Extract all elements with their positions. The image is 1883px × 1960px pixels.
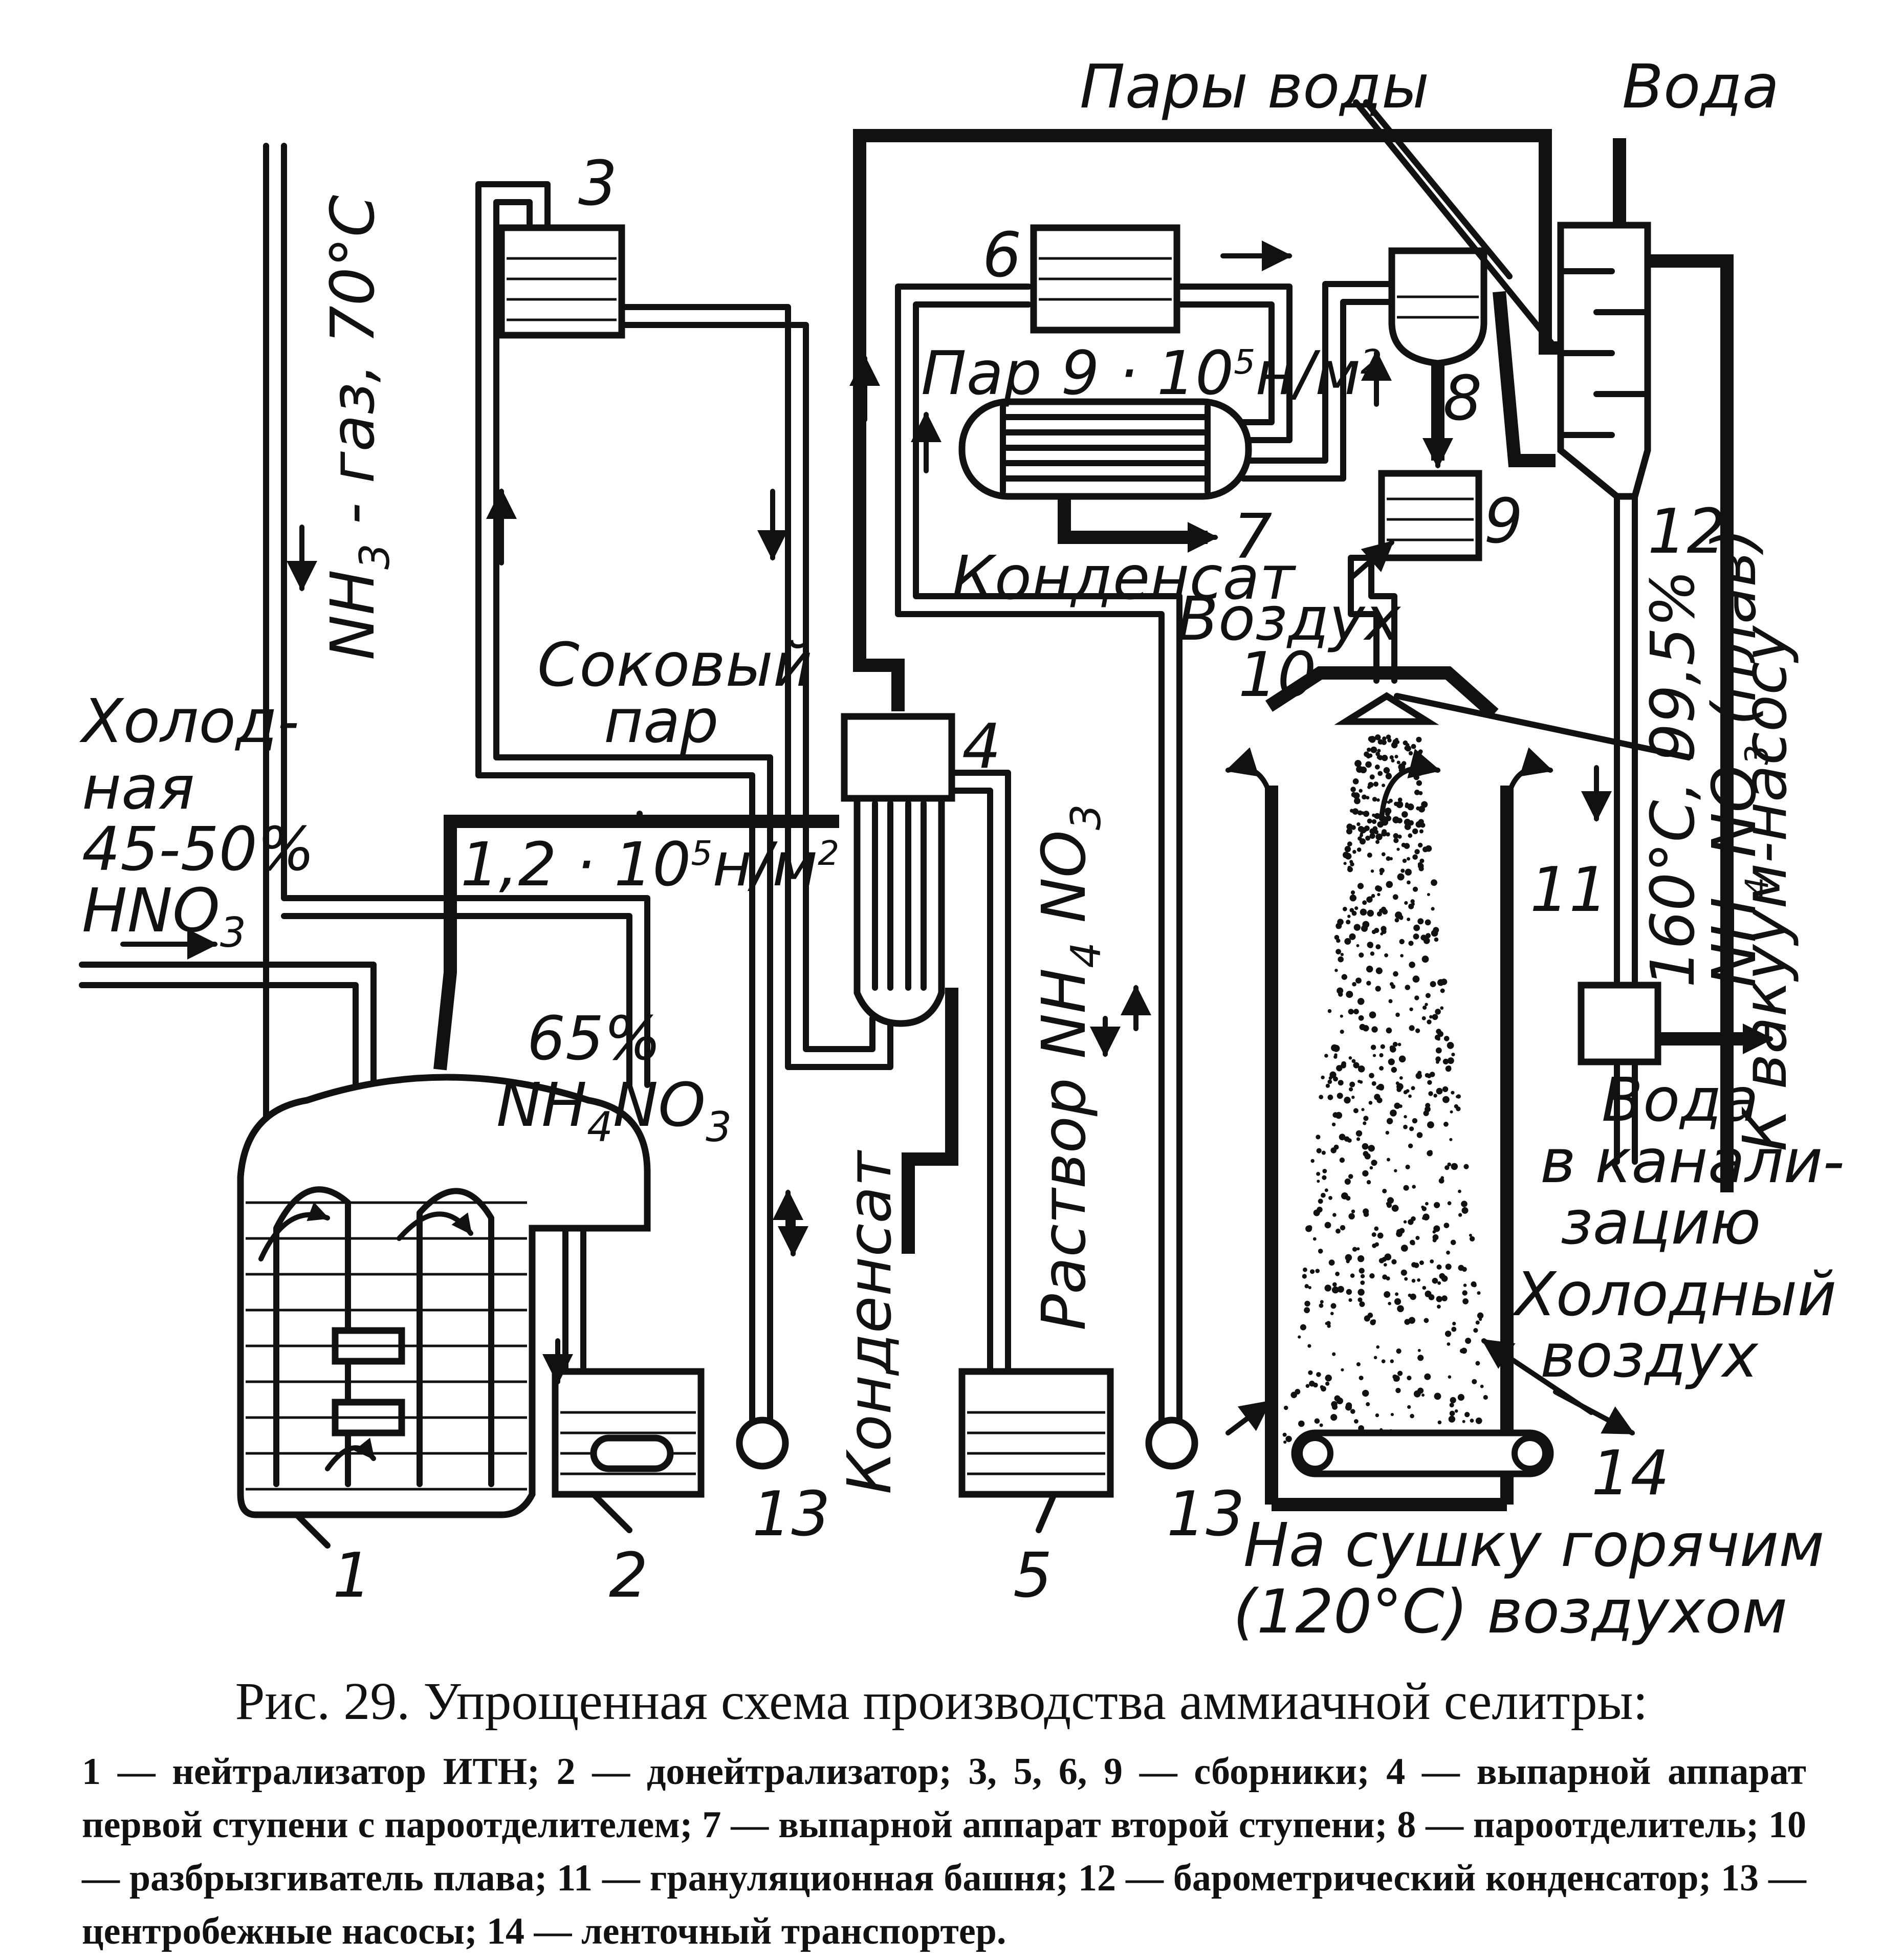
label-water: Вода — [1622, 51, 1779, 122]
label-cold-acid-4: HNO3 — [82, 875, 246, 956]
label-drying-2: (120°С) воздухом — [1233, 1576, 1787, 1647]
label-steam-pressure: Пар 9 · 105н/м2 — [921, 338, 1382, 408]
label-vacuum-pump: К вакуум-насосу — [1729, 625, 1800, 1151]
separator-8 — [1388, 247, 1487, 469]
falling-granules — [1282, 734, 1488, 1446]
label-ammonia-gas: NH3 - газ, 70°С — [317, 195, 399, 660]
number-13-right: 13 — [1167, 1479, 1245, 1550]
collector-3 — [498, 224, 625, 339]
label-condensate-top: Конденсат — [952, 542, 1297, 613]
flow-arrows — [120, 241, 1635, 1435]
collector-9 — [1378, 470, 1482, 561]
number-2: 2 — [609, 1540, 648, 1611]
number-12: 12 — [1648, 496, 1726, 568]
label-nh4no3: NH4NO3 — [496, 1070, 732, 1151]
collector-5 — [958, 1368, 1114, 1498]
number-5: 5 — [1013, 1540, 1052, 1611]
pump-13-right — [1145, 1417, 1198, 1470]
label-cold-acid-3: 45-50% — [82, 814, 315, 884]
granulation-tower-11 — [1225, 747, 1553, 1511]
label-melt: 160°С, 99,5% — [1637, 570, 1708, 988]
label-percent-65: 65% — [527, 1003, 661, 1074]
evaporator-7 — [958, 398, 1252, 553]
label-cold-air-1: Холодный — [1512, 1259, 1836, 1330]
number-8: 8 — [1443, 363, 1482, 434]
barometric-condenser-12 — [1557, 222, 1651, 500]
collector-6 — [1030, 224, 1180, 334]
number-7: 7 — [1233, 502, 1272, 573]
label-air: Воздух — [1177, 583, 1401, 654]
label-juice-steam-1: Соковый — [537, 629, 812, 700]
label-condensate-vertical: Конденсат — [834, 1149, 905, 1494]
number-10: 10 — [1238, 640, 1317, 711]
label-juice-steam-2: пар — [604, 686, 718, 756]
number-4: 4 — [962, 711, 1001, 782]
number-6: 6 — [982, 220, 1021, 291]
leader-lines — [294, 99, 1692, 1549]
label-solution: Раствор NH4 NO3 — [1028, 804, 1110, 1331]
number-1: 1 — [333, 1540, 371, 1611]
figure-caption-title: Рис. 29. Упрощенная схема производства а… — [235, 1672, 1648, 1731]
label-pressure-1: 1,2 · 105н/м2 — [461, 829, 839, 900]
label-water-sewer-2: в канали- — [1540, 1126, 1845, 1196]
figure-caption-legend: 1 — нейтрализатор ИТН; 2 — донейтрализат… — [82, 1751, 1806, 1952]
belt-conveyor-14 — [1291, 1429, 1554, 1477]
label-cold-air-2: воздух — [1540, 1320, 1759, 1391]
label-cold-acid-1: Холод- — [79, 686, 299, 756]
label-water-sewer-3: зацию — [1561, 1187, 1761, 1258]
pump-13-left — [736, 1417, 789, 1470]
sprinkler-10 — [1265, 666, 1499, 725]
number-14: 14 — [1591, 1438, 1670, 1509]
number-9: 9 — [1484, 486, 1523, 557]
label-melt-formula: NH4 NO3 (плав) — [1699, 528, 1776, 988]
label-water-vapor: Пары воды — [1080, 51, 1429, 122]
neutralizer-1 — [237, 1074, 651, 1518]
label-cold-acid-2: ная — [82, 752, 194, 823]
seal-tank — [1578, 982, 1661, 1065]
number-11: 11 — [1530, 855, 1608, 926]
evaporator-4 — [841, 713, 955, 1027]
number-3: 3 — [578, 148, 617, 220]
label-drying-1: На сушку горячим — [1243, 1510, 1824, 1580]
neutralizer-2 — [552, 1368, 705, 1498]
label-water-sewer-1: Вода — [1602, 1064, 1759, 1135]
number-13-left: 13 — [752, 1479, 830, 1550]
